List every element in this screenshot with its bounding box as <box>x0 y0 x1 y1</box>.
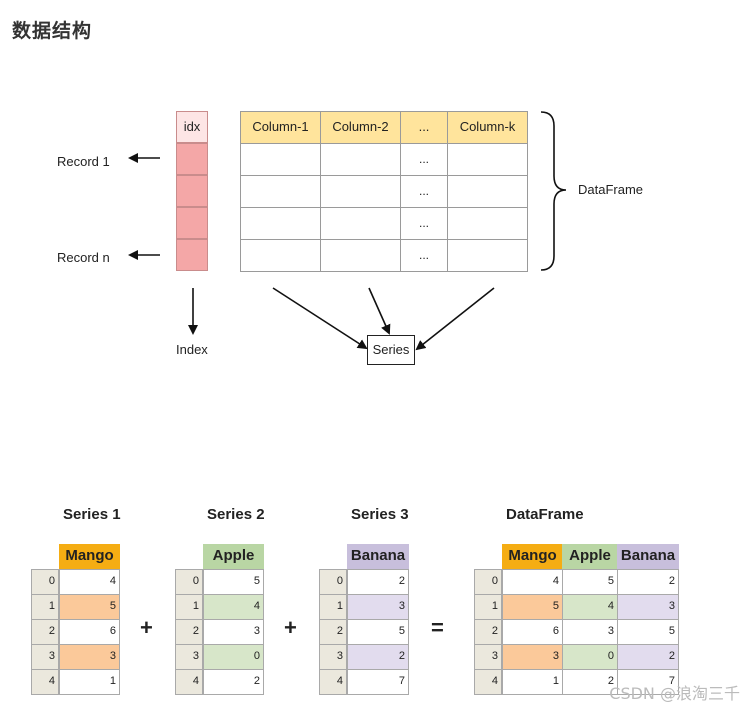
series2-title: Series 2 <box>207 506 265 523</box>
index-cell <box>176 207 208 239</box>
data-cell <box>240 239 321 272</box>
series3-index-cell: 2 <box>319 619 347 645</box>
series3-index-cell: 3 <box>319 644 347 670</box>
dataframe-value-cell: 1 <box>502 669 563 695</box>
dataframe-index-cell: 3 <box>474 644 502 670</box>
series1-index-cell: 4 <box>31 669 59 695</box>
row-dots: ... <box>400 239 448 272</box>
series-arrow-left <box>272 287 368 350</box>
data-cell <box>320 143 401 176</box>
dataframe-value-cell: 0 <box>562 644 618 670</box>
record-1-label: Record 1 <box>57 154 110 169</box>
data-cell <box>447 207 528 240</box>
dataframe-index-cell: 0 <box>474 569 502 595</box>
series1-value-cell: 4 <box>59 569 120 595</box>
column-header-k: Column-k <box>447 111 528 144</box>
series2-index-cell: 3 <box>175 644 203 670</box>
dataframe-index-cell: 1 <box>474 594 502 620</box>
series2-index-cell: 0 <box>175 569 203 595</box>
series-arrow-right <box>415 287 495 351</box>
series2-index-cell: 4 <box>175 669 203 695</box>
series2-value-cell: 0 <box>203 644 264 670</box>
data-cell <box>240 143 321 176</box>
dataframe-value-cell: 4 <box>502 569 563 595</box>
dataframe-value-cell: 5 <box>502 594 563 620</box>
dataframe-header-apple: Apple <box>562 544 618 569</box>
index-label: Index <box>176 342 208 357</box>
series-box: Series <box>367 335 415 365</box>
series3-index-cell: 0 <box>319 569 347 595</box>
dataframe-header-mango: Mango <box>502 544 563 569</box>
series2-header: Apple <box>203 544 264 569</box>
dataframe-title: DataFrame <box>506 506 584 523</box>
series3-value-cell: 7 <box>347 669 409 695</box>
page-heading: 数据结构 <box>12 20 93 42</box>
series3-value-cell: 2 <box>347 569 409 595</box>
record-n-label: Record n <box>57 250 110 265</box>
dataframe-value-cell: 3 <box>562 619 618 645</box>
index-cell <box>176 239 208 271</box>
dataframe-value-cell: 3 <box>617 594 679 620</box>
dataframe-label: DataFrame <box>578 182 644 197</box>
series1-value-cell: 6 <box>59 619 120 645</box>
series1-index-cell: 0 <box>31 569 59 595</box>
series3-index-cell: 4 <box>319 669 347 695</box>
plus-operator: + <box>284 615 297 640</box>
series1-index-cell: 3 <box>31 644 59 670</box>
data-cell <box>320 207 401 240</box>
series1-index-cell: 2 <box>31 619 59 645</box>
dataframe-value-cell: 2 <box>617 569 679 595</box>
column-header-2: Column-2 <box>320 111 401 144</box>
dataframe-value-cell: 6 <box>502 619 563 645</box>
data-cell <box>320 175 401 208</box>
series2-index-cell: 2 <box>175 619 203 645</box>
dataframe-header-banana: Banana <box>617 544 679 569</box>
dataframe-value-cell: 7 <box>617 669 679 695</box>
series3-value-cell: 2 <box>347 644 409 670</box>
dataframe-brace <box>540 111 567 271</box>
data-cell <box>447 175 528 208</box>
series3-value-cell: 3 <box>347 594 409 620</box>
dataframe-index-cell: 2 <box>474 619 502 645</box>
series1-value-cell: 5 <box>59 594 120 620</box>
series3-header: Banana <box>347 544 409 569</box>
index-cell <box>176 175 208 207</box>
series2-value-cell: 5 <box>203 569 264 595</box>
series2-value-cell: 3 <box>203 619 264 645</box>
series3-title: Series 3 <box>351 506 409 523</box>
data-cell <box>240 207 321 240</box>
series2-value-cell: 2 <box>203 669 264 695</box>
diagram-arrows <box>128 111 567 351</box>
series1-index-cell: 1 <box>31 594 59 620</box>
dataframe-value-cell: 4 <box>562 594 618 620</box>
dataframe-value-cell: 2 <box>617 644 679 670</box>
series1-value-cell: 1 <box>59 669 120 695</box>
series1-value-cell: 3 <box>59 644 120 670</box>
index-header-cell: idx <box>176 111 208 143</box>
dataframe-value-cell: 5 <box>617 619 679 645</box>
dataframe-value-cell: 3 <box>502 644 563 670</box>
equals-operator: = <box>431 615 444 640</box>
series2-value-cell: 4 <box>203 594 264 620</box>
data-cell <box>447 239 528 272</box>
series3-index-cell: 1 <box>319 594 347 620</box>
index-cell <box>176 143 208 175</box>
dataframe-index-cell: 4 <box>474 669 502 695</box>
dataframe-value-cell: 5 <box>562 569 618 595</box>
series1-header: Mango <box>59 544 120 569</box>
series3-value-cell: 5 <box>347 619 409 645</box>
series1-title: Series 1 <box>63 506 121 523</box>
series2-index-cell: 1 <box>175 594 203 620</box>
series-arrow-mid <box>368 287 391 335</box>
watermark: CSDN @浪淘三千 <box>609 684 740 703</box>
plus-operator: + <box>140 615 153 640</box>
